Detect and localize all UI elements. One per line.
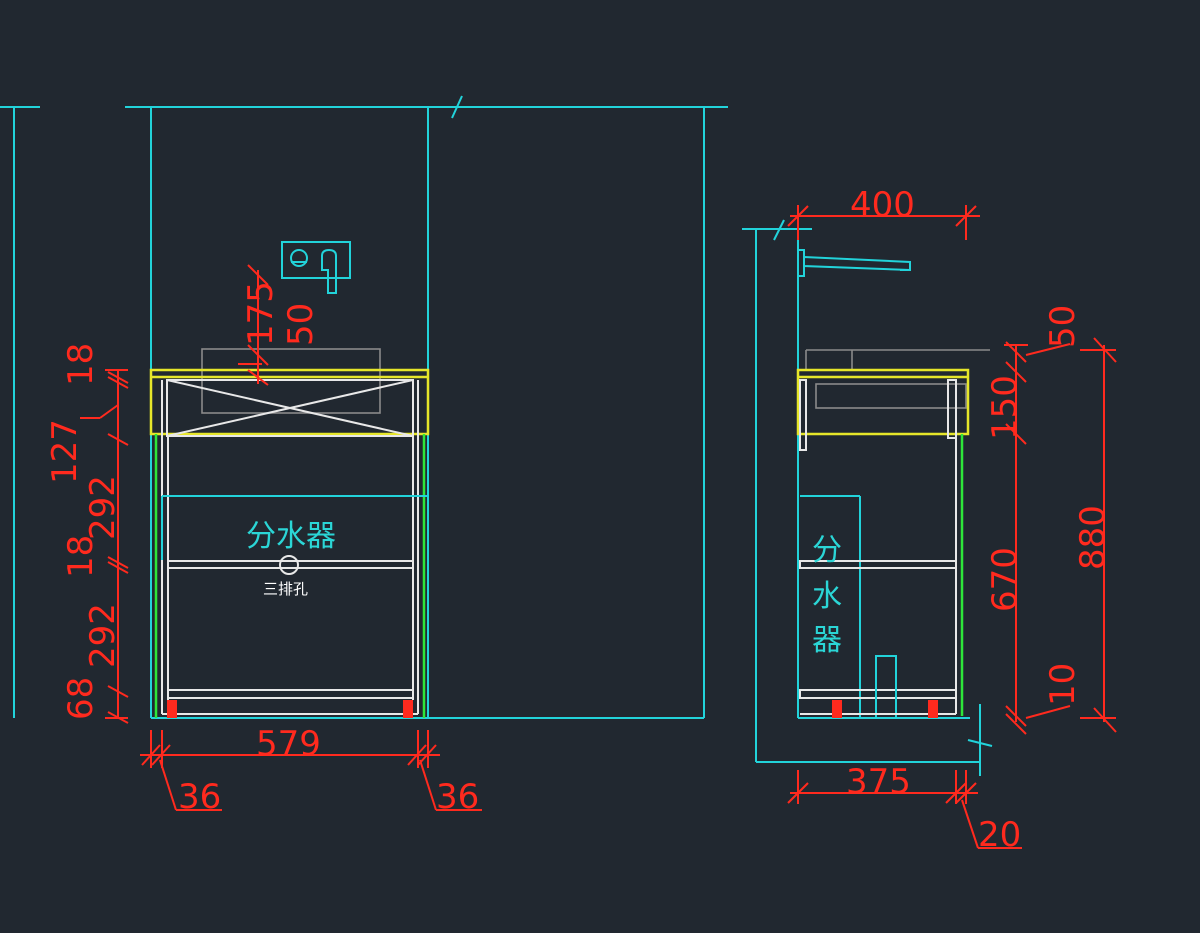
front-view: 分水器 三排孔 18 127 292 18 292 68: [45, 95, 728, 817]
dim-front-127: 127: [45, 419, 85, 484]
side-wall: [742, 219, 993, 776]
dim-side-375: 375: [846, 762, 911, 802]
dim-side-670: 670: [985, 547, 1025, 612]
side-cabinet: [799, 379, 964, 719]
side-distributor-char-2: 水: [812, 579, 842, 614]
dim-front-18-mid: 18: [61, 535, 101, 578]
dim-side-400: 400: [850, 185, 915, 225]
dim-front-292-upper: 292: [83, 475, 123, 540]
front-bottom-dimensions: [140, 730, 482, 811]
side-top-dimension: [787, 205, 980, 240]
side-view: 分 水 器 400 375 20: [742, 185, 1117, 855]
front-drawer-cross: [166, 379, 414, 437]
faucet-icon: [281, 241, 351, 294]
dim-side-50: 50: [1043, 305, 1083, 348]
side-countertop: [796, 368, 970, 436]
side-right-inner-dimensions: [1004, 341, 1071, 735]
side-basin-outline: [805, 349, 990, 409]
dim-side-150: 150: [985, 375, 1025, 440]
front-cabinet: [161, 380, 428, 715]
dim-front-292-lower: 292: [83, 603, 123, 668]
left-wall-fragment: [0, 106, 40, 718]
front-holes-label: 三排孔: [263, 580, 308, 598]
dim-front-579: 579: [256, 724, 321, 764]
dim-side-880: 880: [1073, 505, 1113, 570]
dim-front-68: 68: [61, 677, 101, 720]
dim-side-20: 20: [978, 815, 1021, 855]
dim-front-175: 175: [241, 281, 281, 346]
dim-front-50: 50: [281, 303, 321, 346]
side-bottom-dimensions: [787, 770, 1022, 849]
side-total-height-dimension: [1080, 337, 1117, 733]
front-top-dimensions: [238, 264, 269, 386]
dim-side-10: 10: [1043, 663, 1083, 706]
front-distributor-label: 分水器: [246, 519, 336, 554]
dim-front-36-right: 36: [436, 777, 479, 817]
front-countertop: [149, 368, 430, 436]
side-distributor-char-1: 分: [812, 533, 842, 568]
spout-icon: [797, 249, 911, 277]
side-distributor-char-3: 器: [812, 623, 842, 658]
dim-front-36-left: 36: [178, 777, 221, 817]
front-wall: [125, 95, 728, 719]
hole-icon: [279, 555, 299, 575]
front-vertical-dimensions: [80, 369, 129, 724]
dim-front-18-top: 18: [61, 343, 101, 386]
